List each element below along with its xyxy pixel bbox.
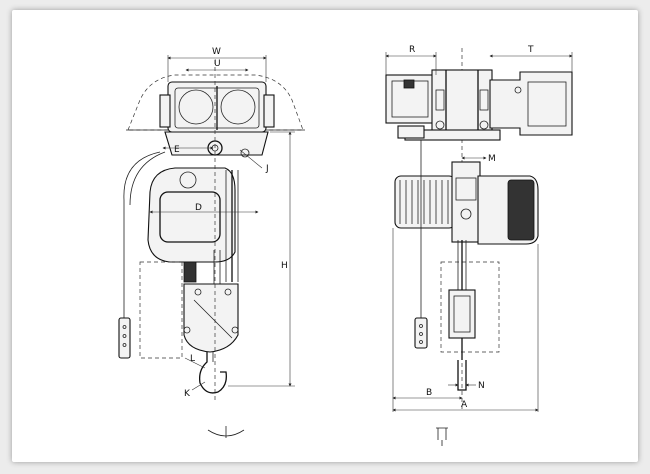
side-chain-bucket-outline [440,261,500,353]
side-hook-block [448,289,476,339]
dim-label-e: E [174,145,180,155]
dim-label-l: L [190,354,195,364]
dim-label-k: K [184,389,191,399]
trolley-wheel-right [220,89,256,125]
trolley-envelope-outline [127,74,304,131]
dim-label-r: R [409,45,415,55]
hook [199,352,227,394]
gearbox [451,161,481,243]
pendant-switch [118,317,131,359]
side-view: R T M B N A [385,45,573,446]
side-plate-left [159,94,171,128]
load-chain [213,170,239,285]
hoist-body [147,167,236,263]
bracket-left [397,125,425,139]
suspension-bracket [164,131,269,156]
dim-label-m: M [488,154,496,164]
dim-label-t: T [527,45,534,55]
dim-label-n: N [478,381,485,391]
chain-bucket-outline [139,261,183,359]
side-plate-right [263,94,275,128]
cooling-fins [399,180,449,224]
hoist-cover-d [159,191,221,243]
travel-motor-right [489,71,573,136]
dim-label-a: A [461,400,468,410]
dim-label-w: W [212,47,221,57]
dim-label-u: U [214,59,221,69]
front-view: W U E J D H L K [118,47,305,438]
dim-label-j: J [265,164,269,174]
hook-block [183,283,239,353]
rail-symbol-side [436,427,448,446]
trolley-wheel-left [178,89,214,125]
side-pendant-switch [414,317,428,349]
hoist-motor [394,175,456,229]
dim-label-h: H [281,261,288,271]
trolley-mechanism [431,69,493,135]
side-hook [457,360,467,391]
dim-label-d: D [195,203,202,213]
pendant-cable [123,151,161,318]
dim-label-b: B [426,388,432,398]
